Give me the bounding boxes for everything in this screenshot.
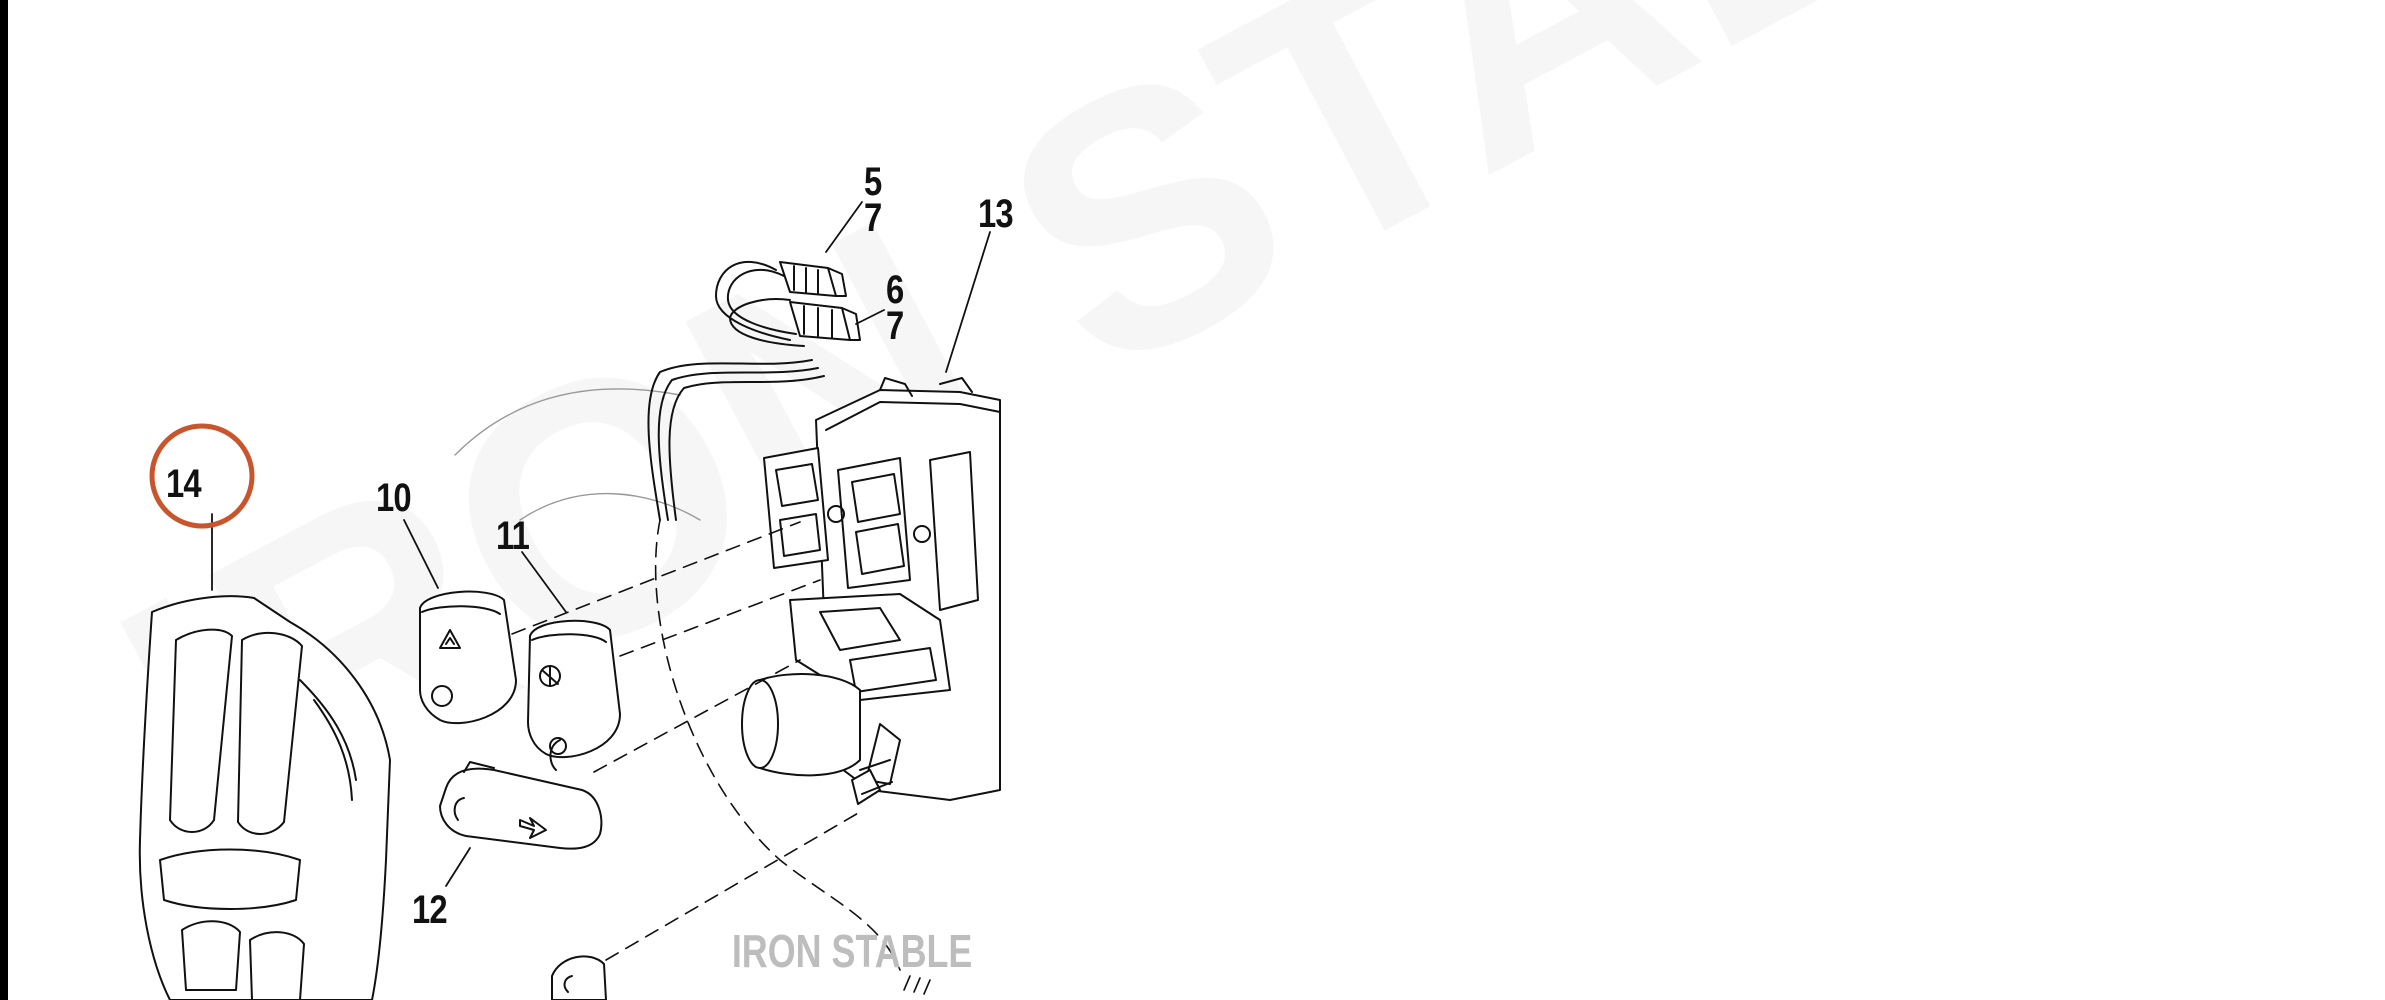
housing-shell-14: [138, 595, 391, 1000]
exploded-view-drawing: [138, 201, 1001, 1000]
callout-6: 6: [886, 268, 904, 312]
small-knob: [551, 955, 607, 1000]
callout-7-upper: 7: [864, 196, 882, 240]
connector-6-7: [789, 301, 861, 341]
highlight-circle: [149, 423, 255, 529]
left-edge-bar: [0, 0, 8, 1000]
reference-arc-lower: [519, 492, 701, 521]
alignment-guides: [511, 519, 901, 971]
callout-11: 11: [496, 514, 530, 558]
parts-diagram: IRON STABLE: [0, 0, 1014, 1000]
callout-12: 12: [412, 888, 448, 932]
callout-7-lower: 7: [886, 304, 904, 348]
switch-housing-13: [741, 377, 1001, 805]
brand-label: IRON STABLE: [731, 925, 972, 977]
connector-5-7: [779, 261, 847, 297]
wire-harness: [647, 260, 825, 521]
callout-14: 14: [166, 462, 202, 506]
callout-13: 13: [978, 192, 1014, 236]
switch-cap-12: [439, 761, 603, 850]
callout-10: 10: [376, 476, 412, 520]
reference-arc-upper: [454, 388, 681, 456]
callout-5: 5: [864, 160, 882, 204]
switch-cap-11: [527, 619, 621, 771]
switch-cap-10: [419, 590, 517, 725]
leader-lines: [211, 201, 991, 887]
